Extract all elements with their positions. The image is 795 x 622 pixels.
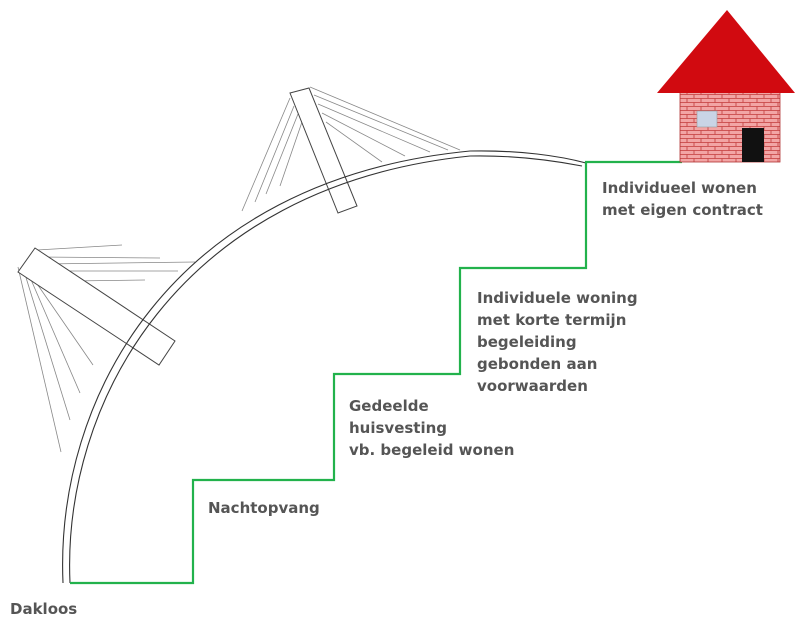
bridge-arc — [62, 150, 587, 584]
right-tower — [289, 87, 358, 214]
house-wall — [679, 91, 781, 163]
stage-label-individueel-wonen: Individueel wonen met eigen contract — [602, 177, 763, 221]
left-tower — [17, 247, 176, 366]
stage-label-individuele-woning: Individuele woning met korte termijn beg… — [477, 287, 638, 397]
house-window — [696, 110, 718, 128]
stage-label-line: Dakloos — [10, 600, 78, 618]
stage-label-line: huisvesting — [349, 419, 448, 437]
house-icon — [657, 10, 795, 163]
house-door — [742, 128, 764, 162]
stage-label-line: Nachtopvang — [208, 499, 320, 517]
stage-label-line: gebonden aan — [477, 355, 598, 373]
stage-label-line: begeleiding — [477, 333, 577, 351]
left-tower-cables — [17, 244, 196, 453]
stage-label-gedeelde-huisvesting: Gedeelde huisvesting vb. begeleid wonen — [349, 395, 514, 461]
stage-label-line: Individueel wonen — [602, 179, 757, 197]
right-tower-cables — [241, 86, 461, 212]
stair-steps — [70, 160, 682, 585]
stage-label-line: Individuele woning — [477, 289, 638, 307]
stage-label-line: Gedeelde — [349, 397, 429, 415]
stage-label-line: met korte termijn — [477, 311, 627, 329]
house-roof — [657, 10, 795, 93]
stage-label-line: met eigen contract — [602, 201, 763, 219]
stage-label-line: vb. begeleid wonen — [349, 441, 515, 459]
stage-label-dakloos: Dakloos — [10, 598, 77, 620]
stage-label-line: voorwaarden — [477, 377, 588, 395]
stage-label-nachtopvang: Nachtopvang — [208, 497, 320, 519]
